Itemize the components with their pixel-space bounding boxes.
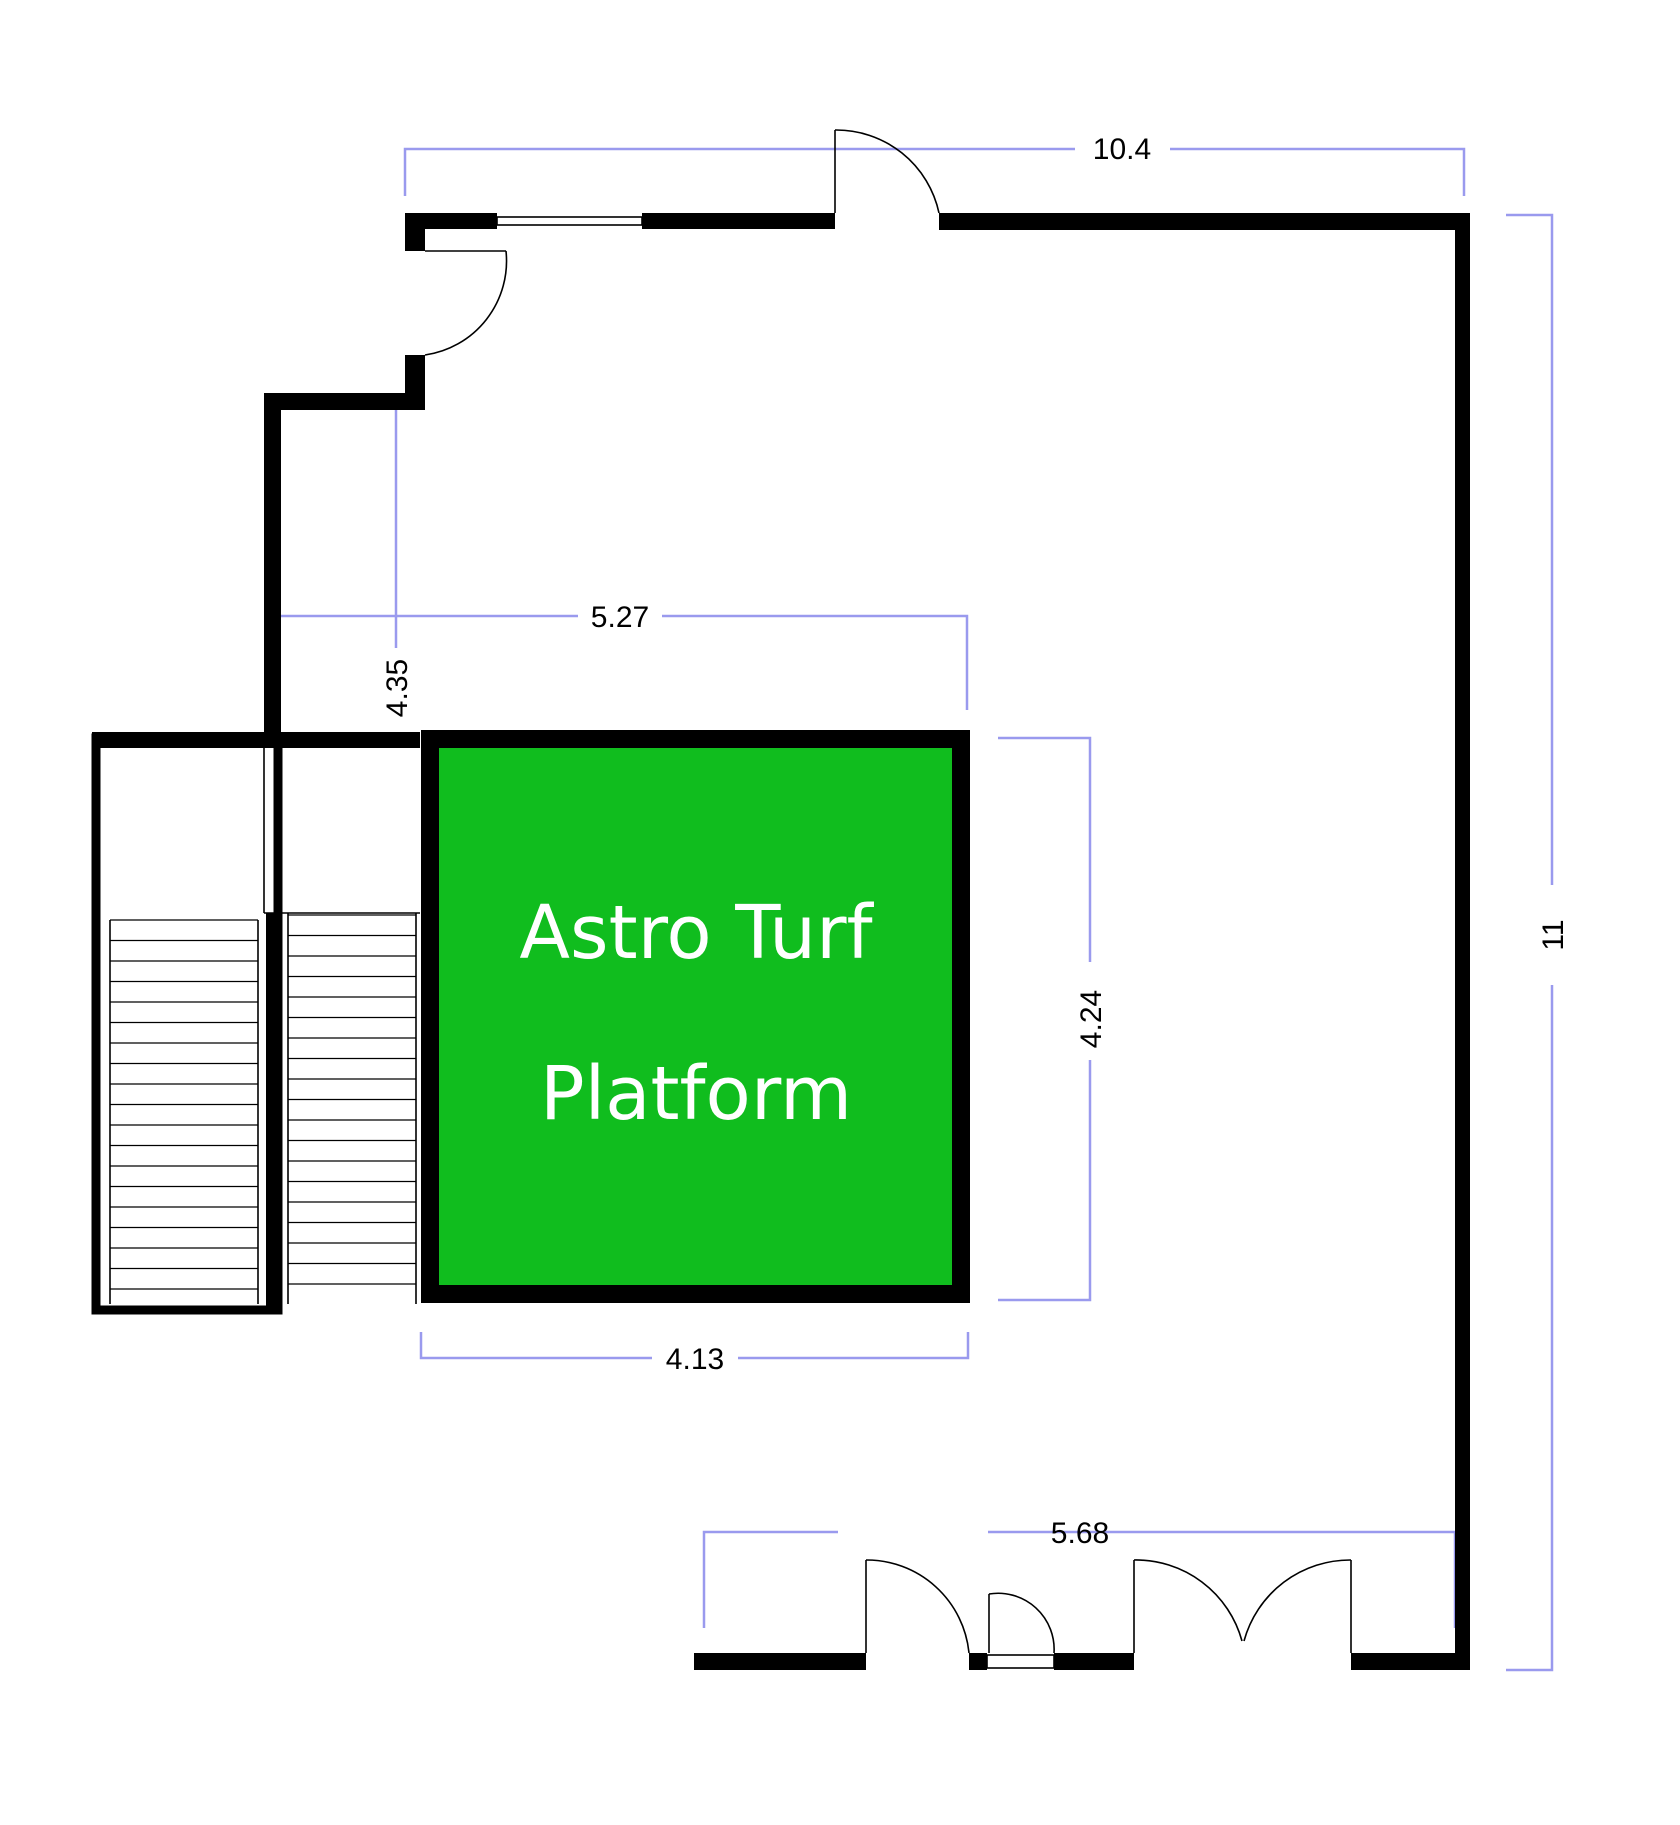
door-left-jog	[424, 250, 508, 356]
dim-right-height-line	[1506, 213, 1554, 1672]
dim-left-depth-line	[300, 398, 398, 648]
wall-jog-upper	[405, 213, 425, 251]
wall-top-right	[939, 213, 1470, 230]
door-top	[834, 129, 940, 214]
wall-right	[1455, 213, 1470, 1669]
stair-treads-left	[110, 919, 258, 1290]
dim-top-width-line	[403, 147, 1466, 196]
stair-outline	[91, 733, 283, 1315]
dim-bottom-width-label: 5.68	[1051, 1517, 1109, 1550]
platform-label-line1: Astro Turf	[519, 890, 874, 976]
stair-right-lower	[272, 1296, 280, 1314]
dimension-labels: 10.4 11 5.27 4.35 4.24 4.13 5.68	[381, 133, 1570, 1550]
wall-top-mid	[642, 213, 835, 229]
dim-right-height-label: 11	[1537, 919, 1570, 950]
door-bottom-1	[865, 1559, 970, 1654]
walls	[264, 213, 1470, 1670]
door-bottom-double	[1133, 1559, 1352, 1653]
wall-bottom-3	[1054, 1653, 1134, 1670]
dim-platform-height-line	[998, 736, 1092, 1302]
wall-top-left	[405, 213, 497, 229]
dim-top-width-label: 10.4	[1093, 133, 1151, 166]
wall-left	[264, 393, 281, 736]
stair-divider	[266, 913, 281, 1308]
doors	[424, 129, 1352, 1654]
wall-jog-horizontal	[264, 393, 425, 410]
wall-bottom-4	[1351, 1653, 1470, 1670]
wall-bottom-2	[969, 1653, 987, 1670]
dim-left-depth-label: 4.35	[381, 659, 414, 717]
window-bottom	[986, 1654, 1055, 1669]
dim-platform-height-label: 4.24	[1075, 990, 1108, 1048]
stair-treads-right	[288, 914, 416, 1285]
door-bottom-small	[988, 1592, 1055, 1654]
dim-mid-width-label: 5.27	[591, 601, 649, 634]
wall-bottom-1	[694, 1653, 866, 1670]
platform-label-line2: Platform	[540, 1051, 852, 1137]
dim-platform-width-line	[419, 1332, 970, 1360]
platform-area	[421, 730, 970, 1303]
window-top	[496, 216, 643, 226]
dim-platform-width-label: 4.13	[666, 1343, 724, 1376]
staircase-block	[91, 732, 420, 1315]
astro-turf-platform: Astro Turf Platform	[421, 730, 970, 1303]
stair-top-border	[92, 732, 420, 748]
